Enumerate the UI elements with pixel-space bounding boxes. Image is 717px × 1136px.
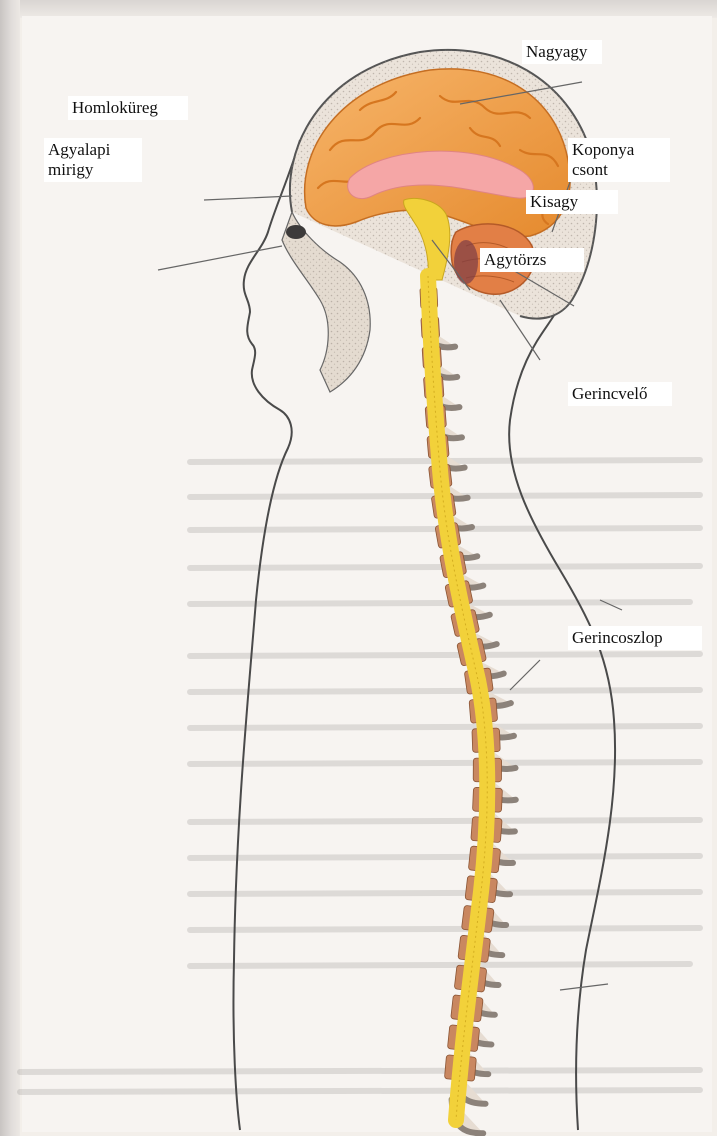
cerebellum-dark-region: [454, 240, 478, 284]
label-brainstem: Agytörzs: [480, 248, 584, 272]
label-cerebrum: Nagyagy: [522, 40, 602, 64]
frontal-sinus-shape: [286, 225, 306, 239]
label-spinal-column: Gerincoszlop: [568, 626, 702, 650]
ghost-page-lines: [20, 460, 700, 1092]
body-front-outline: [233, 140, 300, 1130]
pointer-lumbar: [560, 984, 608, 990]
label-frontal-sinus: Homloküreg: [68, 96, 188, 120]
label-skull-bone: Koponya csont: [568, 138, 670, 182]
label-cerebellum: Kisagy: [526, 190, 618, 214]
pointer-pituitary: [158, 246, 282, 270]
label-pituitary: Agyalapi mirigy: [44, 138, 142, 182]
label-spinal-cord: Gerincvelő: [568, 382, 672, 406]
spinal-cord-shape: [428, 276, 487, 1120]
pointer-mid-column: [510, 660, 540, 690]
body-back-outline: [509, 305, 615, 1130]
